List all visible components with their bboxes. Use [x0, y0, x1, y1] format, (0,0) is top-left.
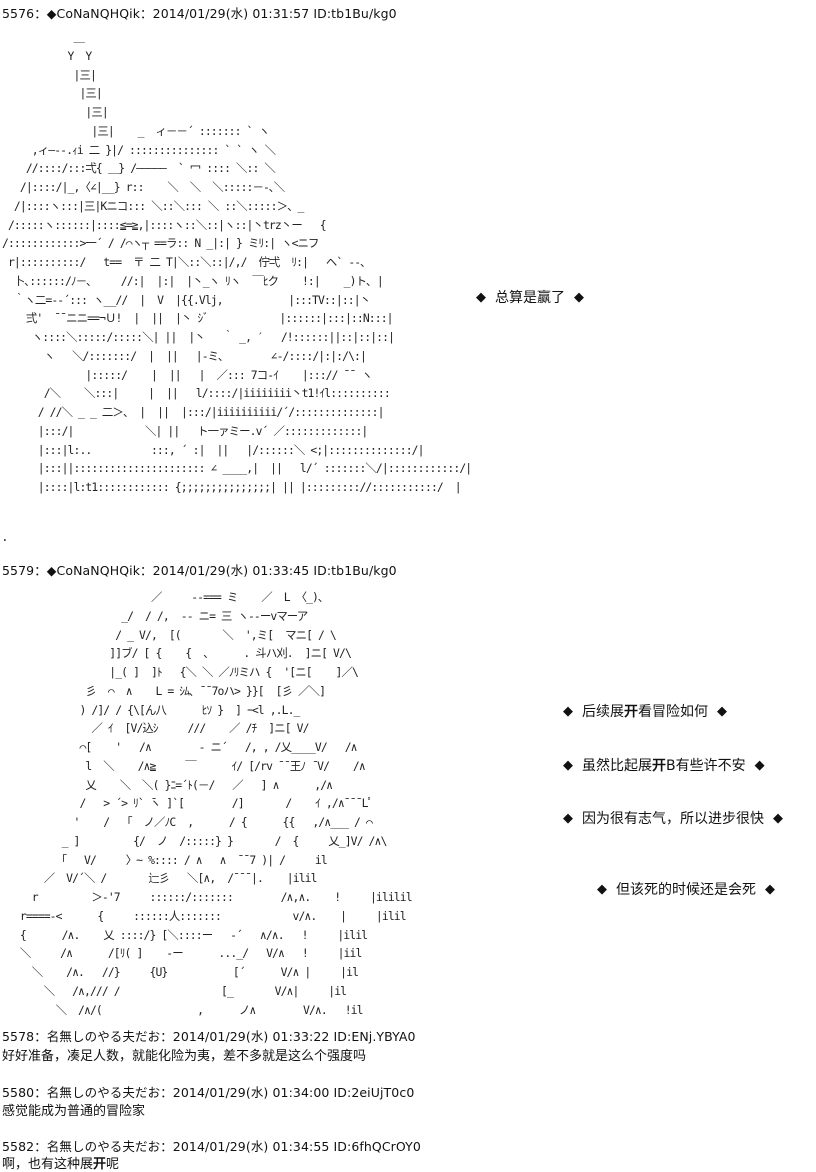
diamond-icon: ◆ — [717, 703, 727, 719]
caption-text: 后续展开看冒险如何 — [582, 704, 708, 720]
post-body-5578: 好好准备，凑足人数，就能化险为夷，差不多就是这么个强度吗 — [2, 1049, 367, 1064]
diamond-icon: ◆ — [563, 703, 573, 719]
caption-text: 但该死的时候还是会死 — [616, 882, 756, 898]
diamond-icon: ◆ — [597, 881, 607, 897]
caption-still-die: ◆ 但该死的时候还是会死 ◆ — [597, 879, 775, 899]
stray-dot: ． — [2, 530, 15, 544]
caption-development: ◆ 后续展开看冒险如何 ◆ — [563, 701, 727, 721]
diamond-icon: ◆ — [765, 881, 775, 897]
caption-text: 因为很有志气，所以进步很快 — [582, 811, 764, 827]
diamond-icon: ◆ — [563, 757, 573, 773]
caption-text: 虽然比起展开B有些许不安 — [582, 758, 746, 774]
ascii-art-5579: ／ -‐=== ミ ／ L 〈_)､ _/ / /, -‐ ニ= 三 ヽ‐‐ーv… — [19, 590, 413, 1017]
diamond-icon: ◆ — [476, 289, 486, 305]
post-body-5580: 感觉能成为普通的冒险家 — [2, 1104, 146, 1119]
diamond-icon: ◆ — [773, 810, 783, 826]
caption-text: 总算是赢了 — [495, 290, 565, 306]
caption-progress: ◆ 因为很有志气，所以进步很快 ◆ — [563, 808, 783, 828]
post-body-5582: 啊，也有这种展开呢 — [2, 1157, 120, 1172]
post-header-5578: 5578：名無しのやる夫だお：2014/01/29(水) 01:33:22 ID… — [2, 1029, 416, 1044]
post-header-5576: 5576：◆CoNaNQHQik：2014/01/29(水) 01:31:57 … — [2, 6, 397, 21]
diamond-icon: ◆ — [754, 757, 765, 773]
diamond-icon: ◆ — [563, 810, 573, 826]
post-header-5582: 5582：名無しのやる夫だお：2014/01/29(水) 01:34:55 ID… — [2, 1139, 421, 1154]
caption-uneasy: ◆ 虽然比起展开B有些许不安 ◆ — [563, 755, 765, 775]
post-header-5579: 5579：◆CoNaNQHQik：2014/01/29(水) 01:33:45 … — [2, 563, 397, 578]
ascii-art-5576: ＿ Y Y |三| |三| |三| |三| _ ィ－－´ ::::::: ` ヽ… — [2, 30, 472, 494]
caption-total-win: ◆ 总算是赢了 ◆ — [476, 287, 584, 307]
post-header-5580: 5580：名無しのやる夫だお：2014/01/29(水) 01:34:00 ID… — [2, 1085, 415, 1100]
diamond-icon: ◆ — [574, 289, 584, 305]
